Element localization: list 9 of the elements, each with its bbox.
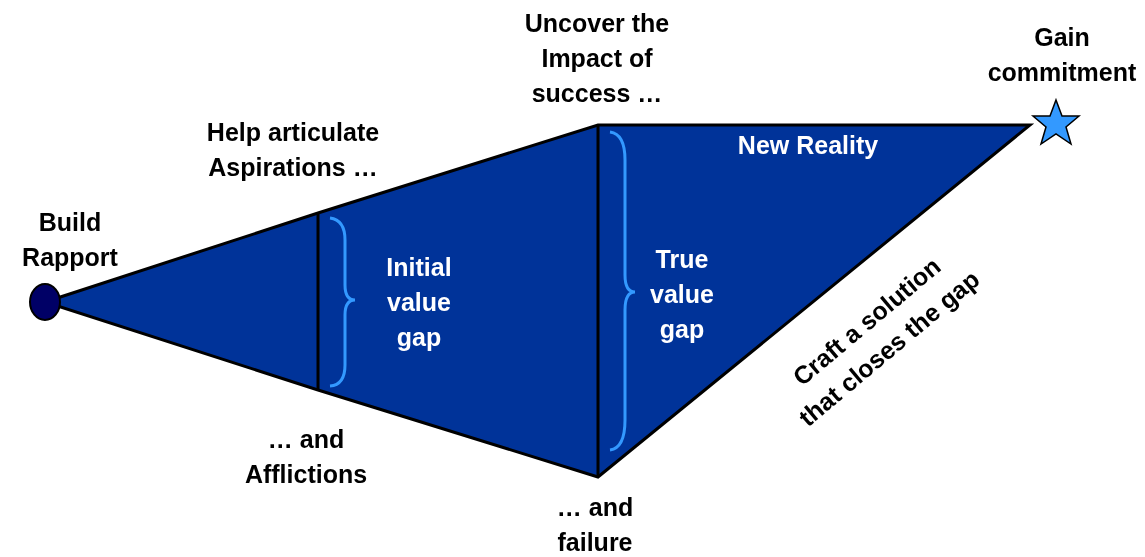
label-text: Help articulate Aspirations … [205, 117, 381, 183]
label-text: Build Rapport [21, 207, 119, 273]
label-text: Initial value gap [385, 252, 453, 353]
label-text: Uncover the Impact of success … [523, 8, 671, 109]
label-text: Gain commitment [986, 22, 1138, 88]
label-text: … and Afflictions [243, 424, 369, 490]
label-text: New Reality [736, 130, 880, 161]
label-text: … and failure [555, 492, 635, 557]
label-text: True value gap [649, 244, 715, 345]
